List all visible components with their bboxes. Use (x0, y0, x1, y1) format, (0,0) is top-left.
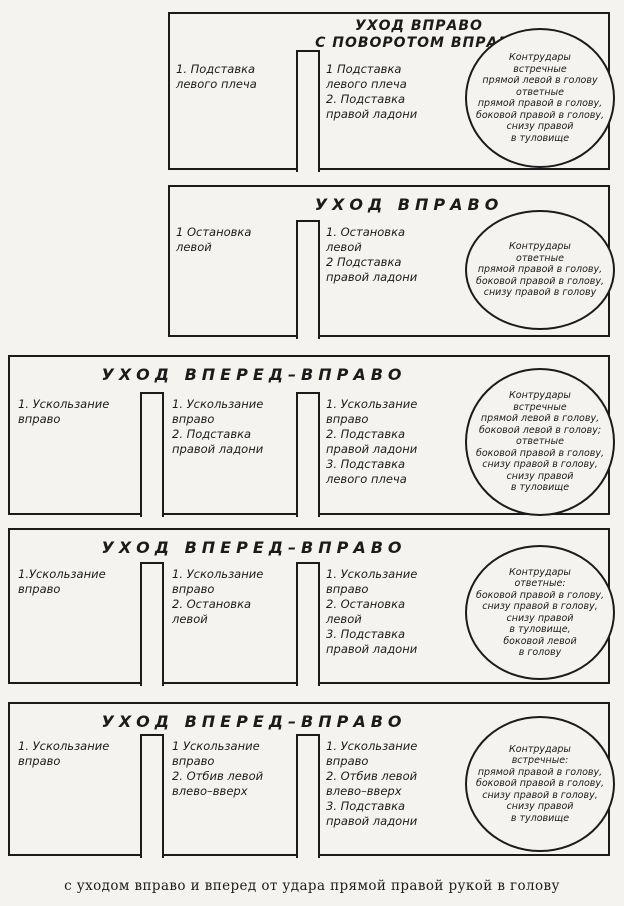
panel-2-title: УХОД ВПРАВО (314, 195, 504, 214)
panel-3-col1: 1. Ускользание вправо (18, 397, 110, 426)
panel-5-counter-circle: Контрудары встречные: прямой правой в го… (465, 716, 615, 852)
panel-4-notch-a (140, 562, 164, 686)
panel-1: УХОД ВПРАВО С ПОВОРОТОМ ВПРАВО (168, 12, 610, 170)
panel-2-col2: 1. Остановка левой 2 Подставка правой ла… (326, 225, 418, 284)
figure-caption: с уходом вправо и вперед от удара прямой… (64, 878, 560, 894)
panel-5-col1: 1. Ускользание вправо (18, 739, 110, 768)
panel-1-col2: 1 Подставка левого плеча 2. Подставка пр… (326, 62, 418, 121)
panel-2-counter-circle: Контрудары ответные прямой правой в голо… (465, 210, 615, 330)
panel-5-title: УХОД ВПЕРЕД–ВПРАВО (101, 712, 407, 731)
panel-4-notch-b (296, 562, 320, 686)
panel-1-notch (296, 50, 320, 172)
panel-1-title: УХОД ВПРАВО С ПОВОРОТОМ ВПРАВО (315, 18, 523, 51)
panel-2-col1: 1 Остановка левой (176, 225, 252, 254)
panel-4-counter-circle: Контрудары ответные: боковой правой в го… (465, 545, 615, 680)
panel-4-col3: 1. Ускользание вправо 2. Остановка левой… (326, 567, 418, 656)
panel-3-title: УХОД ВПЕРЕД–ВПРАВО (101, 365, 407, 384)
panel-3-col2: 1. Ускользание вправо 2. Подставка право… (172, 397, 264, 456)
panel-4-col1: 1.Ускользание вправо (18, 567, 106, 596)
panel-1-counter-text: Контрудары встречные прямой левой в голо… (475, 52, 605, 144)
panel-5-counter-text: Контрудары встречные: прямой правой в го… (475, 743, 605, 824)
panel-4-title: УХОД ВПЕРЕД–ВПРАВО (101, 538, 407, 557)
panel-4-counter-text: Контрудары ответные: боковой правой в го… (475, 566, 605, 659)
panel-5-notch-b (296, 734, 320, 858)
panel-1-counter-circle: Контрудары встречные прямой левой в голо… (465, 28, 615, 168)
panel-3-notch-a (140, 392, 164, 517)
panel-3-counter-text: Контрудары встречные прямой левой в голо… (475, 390, 605, 494)
panel-3-notch-b (296, 392, 320, 517)
panel-3-counter-circle: Контрудары встречные прямой левой в голо… (465, 368, 615, 516)
panel-5-col2: 1 Ускользание вправо 2. Отбив левой влев… (172, 739, 264, 798)
panel-1-col1: 1. Подставка левого плеча (176, 62, 257, 91)
panel-5-col3: 1. Ускользание вправо 2. Отбив левой вле… (326, 739, 418, 828)
panel-5-notch-a (140, 734, 164, 858)
panel-2-notch (296, 220, 320, 339)
panel-3-col3: 1. Ускользание вправо 2. Подставка право… (326, 397, 418, 486)
panel-4-col2: 1. Ускользание вправо 2. Остановка левой (172, 567, 264, 626)
panel-2-counter-text: Контрудары ответные прямой правой в голо… (475, 241, 605, 299)
